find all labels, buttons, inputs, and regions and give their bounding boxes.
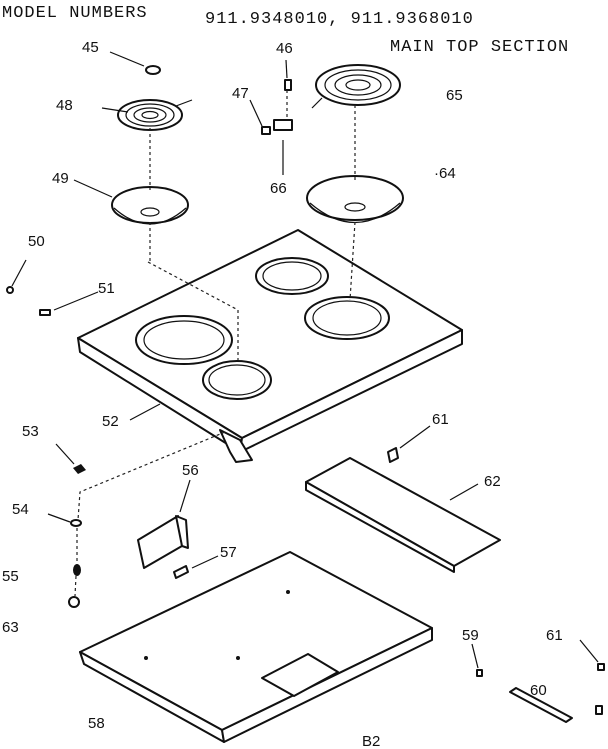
label-55: 55: [2, 568, 19, 585]
page-number: B2: [362, 733, 380, 749]
drip-bowl-large: [306, 175, 404, 223]
terminal-block-parts: [261, 79, 293, 135]
label-63: 63: [2, 619, 19, 636]
label-48: 48: [56, 97, 73, 114]
label-46: 46: [276, 40, 293, 57]
part-labels: 45 46 47 48 65 49 66 ·64 50 51 52 53 61 …: [2, 39, 563, 749]
large-surface-element: [311, 64, 401, 109]
label-56: 56: [182, 462, 199, 479]
leader-lines: [11, 51, 599, 669]
model-numbers-value: 911.9348010, 911.9368010: [205, 10, 474, 29]
element-ring-small: [145, 65, 161, 75]
label-53: 53: [22, 423, 39, 440]
cooktop-panel: [77, 229, 463, 463]
clip-61-lower: [595, 705, 603, 715]
label-57: 57: [220, 544, 237, 561]
label-51: 51: [98, 280, 115, 297]
label-61a: 61: [432, 411, 449, 428]
label-62: 62: [484, 473, 501, 490]
label-61b: 61: [546, 627, 563, 644]
small-surface-element: [117, 99, 193, 131]
screw-50: [6, 286, 14, 294]
label-45: 45: [82, 39, 99, 56]
rear-panel-62: [305, 457, 501, 573]
label-49: 49: [52, 170, 69, 187]
label-52: 52: [102, 413, 119, 430]
trim-bar-60: [509, 687, 573, 723]
label-64: ·64: [434, 165, 456, 182]
label-50: 50: [28, 233, 45, 250]
screw-61-upper: [387, 447, 399, 463]
label-54: 54: [12, 501, 29, 518]
screw-59: [476, 669, 483, 677]
assembly-lines: [74, 90, 356, 597]
model-numbers-label: MODEL NUMBERS: [2, 4, 148, 23]
drip-bowl-small: [111, 186, 189, 225]
label-59: 59: [462, 627, 479, 644]
bracket-56: [137, 515, 189, 569]
label-47: 47: [232, 85, 249, 102]
section-title: MAIN TOP SECTION: [390, 38, 570, 57]
label-66: 66: [270, 180, 287, 197]
label-60: 60: [530, 682, 547, 699]
screw-57: [173, 565, 189, 579]
screw-61-lower: [597, 663, 605, 671]
left-hardware-stack: [68, 464, 86, 608]
label-65: 65: [446, 87, 463, 104]
label-58: 58: [88, 715, 105, 732]
clip-51: [39, 309, 51, 316]
bottom-pan: [79, 551, 433, 743]
